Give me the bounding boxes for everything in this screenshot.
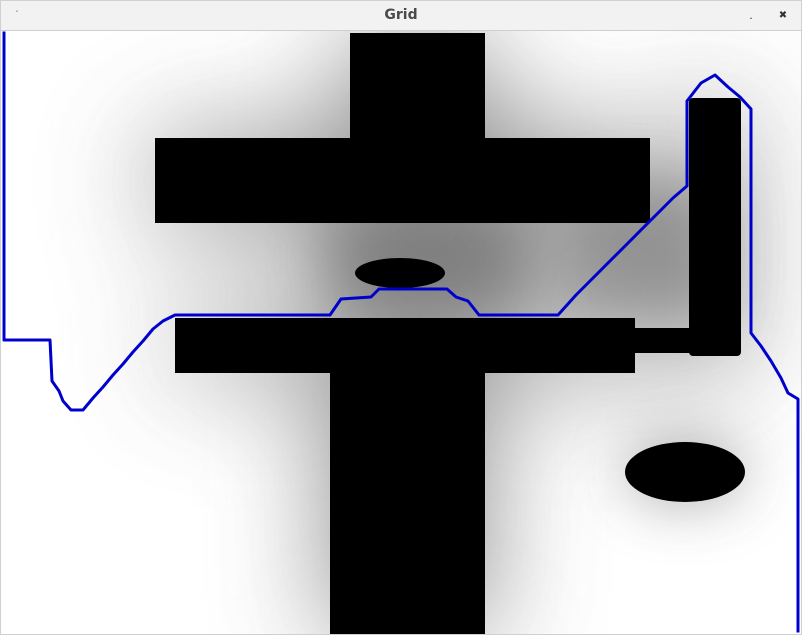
grid-drawing: [1, 31, 801, 634]
obstacle-bottom-right-ellipse: [625, 442, 745, 502]
obstacle-right-vertical: [689, 98, 741, 356]
path-line: [2, 31, 800, 633]
obstacle-middle-horizontal: [175, 318, 635, 373]
window-title: Grid: [384, 7, 418, 23]
obstacle-small-ellipse: [355, 258, 445, 288]
planned-path: [2, 31, 800, 633]
close-icon[interactable]: ✖: [778, 10, 788, 21]
grid-canvas[interactable]: [1, 31, 801, 634]
obstacle-top-horizontal: [155, 138, 650, 223]
obstacle-right-connector: [629, 328, 739, 353]
window-menu-icon[interactable]: ′: [15, 10, 19, 20]
obstacle-top-vertical: [350, 33, 485, 138]
obstacle-bottom-vertical: [330, 373, 485, 634]
minimize-icon[interactable]: .: [749, 9, 753, 22]
title-bar[interactable]: ′ Grid . ✖: [1, 1, 801, 31]
obstacles: [155, 33, 745, 634]
